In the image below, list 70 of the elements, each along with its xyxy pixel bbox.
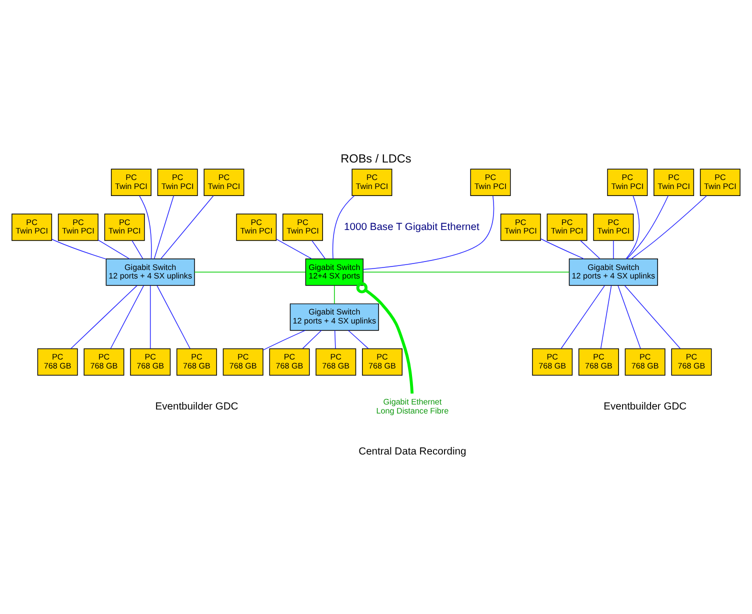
node-box: PC Twin PCI xyxy=(654,168,694,196)
node-box: PC 768 GB xyxy=(316,348,356,376)
connector xyxy=(626,194,669,259)
label: Eventbuilder GDC xyxy=(155,401,238,412)
node-box: PC Twin PCI xyxy=(470,168,511,196)
diagram-title: ROBs / LDCs xyxy=(340,152,412,165)
connector xyxy=(560,284,606,348)
node-box: Gigabit Switch 12+4 SX ports xyxy=(305,258,364,286)
node-box: PC Twin PCI xyxy=(104,213,145,240)
connector xyxy=(348,330,369,348)
node-box: PC 768 GB xyxy=(362,348,402,376)
connector xyxy=(600,284,612,348)
label: 1000 Base T Gigabit Ethernet xyxy=(344,221,480,232)
connector xyxy=(580,240,600,259)
connector xyxy=(613,240,614,259)
node-box: Gigabit Switch 12 ports + 4 SX uplinks xyxy=(290,302,379,330)
connector xyxy=(52,238,106,259)
connector xyxy=(332,194,355,259)
connector xyxy=(154,194,174,259)
node-box: PC Twin PCI xyxy=(110,168,152,196)
connector xyxy=(70,284,138,348)
label: Central Data Recording xyxy=(358,446,466,458)
node-box: PC 768 GB xyxy=(624,348,666,376)
connector xyxy=(356,282,414,394)
connector xyxy=(540,238,584,259)
node-box: PC Twin PCI xyxy=(546,213,588,240)
connector xyxy=(624,284,681,348)
node-box: Gigabit Switch 12 ports + 4 SX uplinks xyxy=(106,258,195,286)
node-box: PC Twin PCI xyxy=(236,213,277,240)
node-box: PC Twin PCI xyxy=(58,213,98,240)
connector xyxy=(276,238,312,259)
node-box: PC Twin PCI xyxy=(352,168,392,196)
node-box: PC 768 GB xyxy=(176,348,217,376)
node-box: PC Twin PCI xyxy=(204,168,244,196)
connector xyxy=(334,330,336,348)
node-box: PC 768 GB xyxy=(269,348,310,376)
connector xyxy=(150,284,151,348)
connector xyxy=(626,194,640,259)
connector xyxy=(156,284,190,348)
node-box: PC 768 GB xyxy=(222,348,264,376)
connector xyxy=(262,330,306,350)
connector xyxy=(139,194,152,259)
connector xyxy=(110,284,144,348)
node-box: PC Twin PCI xyxy=(500,213,541,240)
node-text: Gigabit Ethernet Long Distance Fibre xyxy=(376,397,449,415)
node-box: PC 768 GB xyxy=(578,348,619,376)
connector xyxy=(160,194,214,259)
node-box: PC Twin PCI xyxy=(700,168,740,196)
connector xyxy=(618,284,641,348)
connector xyxy=(334,284,335,304)
connector xyxy=(302,330,322,348)
connector xyxy=(362,271,570,272)
node-box: PC Twin PCI xyxy=(12,213,52,240)
connector xyxy=(194,271,306,272)
node-box: PC 768 GB xyxy=(84,348,124,376)
node-box: PC 768 GB xyxy=(37,348,78,376)
connector xyxy=(132,240,144,259)
node-box: PC Twin PCI xyxy=(157,168,198,196)
connector xyxy=(98,239,130,259)
node-box: PC 768 GB xyxy=(532,348,573,376)
node-box: PC 768 GB xyxy=(671,348,712,376)
node-box: Gigabit Switch 12 ports + 4 SX uplinks xyxy=(568,258,658,286)
connector xyxy=(312,240,326,259)
node-box: PC Twin PCI xyxy=(607,168,648,196)
connector xyxy=(630,194,707,259)
label: Eventbuilder GDC xyxy=(604,401,687,412)
connector xyxy=(362,194,494,270)
node-box: PC Twin PCI xyxy=(593,213,634,240)
node-box: PC 768 GB xyxy=(130,348,171,376)
node-box: PC Twin PCI xyxy=(282,213,323,240)
